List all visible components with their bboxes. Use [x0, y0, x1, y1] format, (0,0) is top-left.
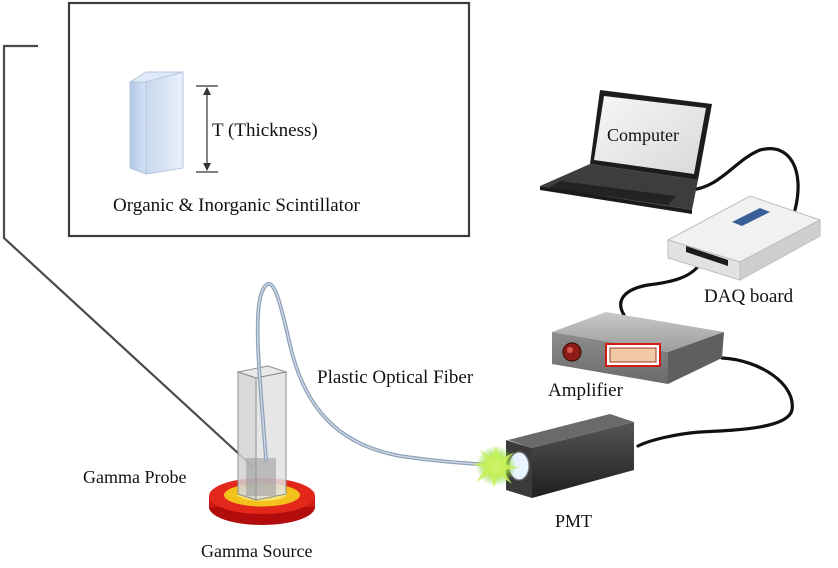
gamma-probe-label: Gamma Probe [83, 467, 186, 487]
cables [619, 147, 800, 448]
cable-amplifier-pmt [636, 356, 794, 448]
daq-board-label: DAQ board [704, 286, 794, 307]
inset-leader-line [2, 44, 253, 467]
scintillator-inset: T (Thickness) Organic & Inorganic Scinti… [67, 1, 471, 238]
pmt-icon [472, 414, 634, 498]
cable-daq-amplifier [619, 262, 702, 317]
daq-board-icon [666, 195, 822, 281]
scintillator-label: Organic & Inorganic Scintillator [113, 195, 360, 216]
computer-label: Computer [607, 125, 679, 145]
scintillator-crystal-icon [128, 71, 185, 175]
pmt-label: PMT [555, 511, 592, 531]
computer-icon [540, 90, 712, 214]
amplifier-icon [552, 312, 724, 384]
cable-computer-daq [688, 147, 800, 212]
thickness-label: T (Thickness) [212, 120, 318, 141]
gamma-source-label: Gamma Source [201, 541, 312, 561]
thickness-dimension-icon [196, 85, 218, 173]
plastic-optical-fiber-label: Plastic Optical Fiber [317, 367, 474, 388]
amplifier-label: Amplifier [548, 380, 624, 401]
